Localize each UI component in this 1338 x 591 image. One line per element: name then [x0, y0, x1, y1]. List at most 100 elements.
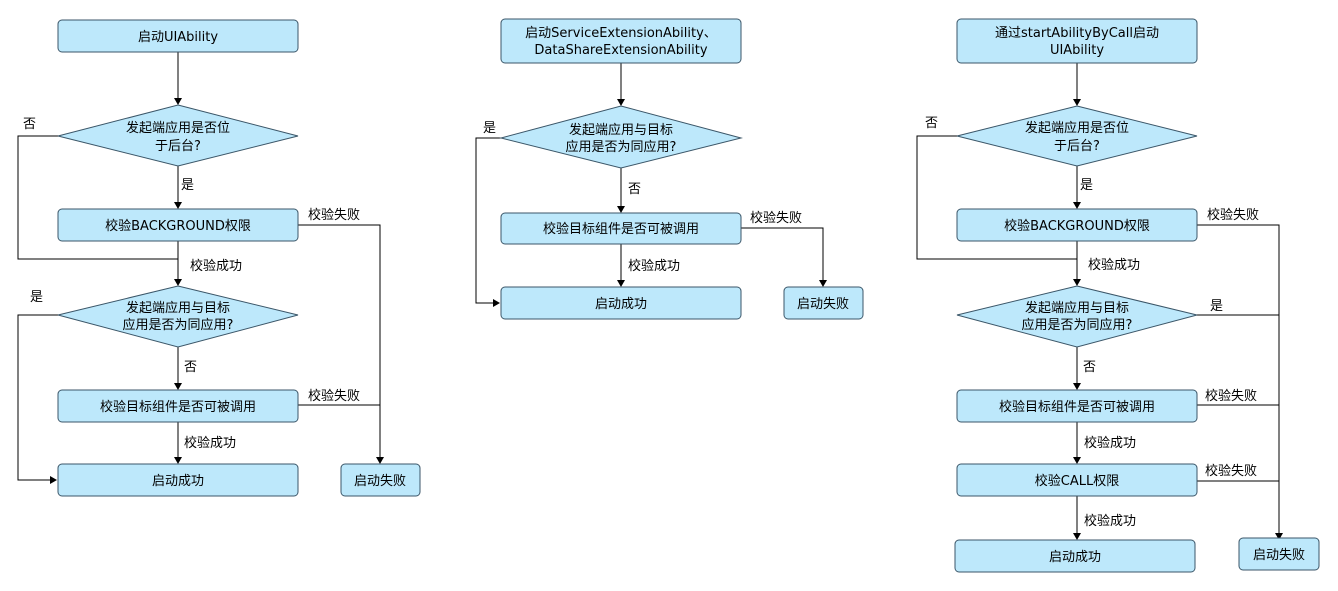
f1-label-no2: 否 [184, 360, 197, 375]
f1-q2-line2: 应用是否为同应用? [123, 317, 234, 333]
f1-fail-label: 启动失败 [354, 474, 406, 489]
f3-label-no: 否 [925, 116, 938, 131]
f1-decision-background [57, 104, 299, 167]
arrow-f2-3 [493, 299, 500, 307]
f3-check-background-node [956, 208, 1198, 242]
f3-fail-label: 启动失败 [1253, 548, 1305, 563]
arrow-f1-7 [376, 457, 384, 464]
edge-f2-fail [741, 227, 824, 282]
f2-label-yes: 是 [483, 121, 496, 136]
edge-f1-q2-yes [17, 314, 58, 481]
edge-f1-q1-no [17, 135, 178, 260]
arrow-f3-4 [1073, 383, 1081, 390]
f3-label-success3: 校验成功 [1084, 513, 1136, 529]
f1-start-label: 启动UIAbility [138, 30, 218, 45]
f1-start-node [57, 19, 299, 53]
f2-label-fail: 校验失败 [750, 210, 802, 226]
f1-label-yes: 是 [181, 178, 194, 193]
f2-label-no: 否 [628, 182, 641, 197]
f2-decision-same-app [499, 105, 743, 169]
f1-label-success1: 校验成功 [190, 258, 242, 274]
flow1: 启动UIAbility 发起端应用是否位 于后台? 校验BACKGROUND权限… [17, 19, 421, 497]
arrow-f1-4 [174, 383, 182, 390]
f3-decision-same-app [956, 285, 1198, 348]
arrow-f2-4 [617, 280, 625, 287]
flow3: 通过startAbilityByCall启动 UIAbility 发起端应用是否… [916, 18, 1320, 573]
f1-q1-line1: 发起端应用是否位 [126, 120, 230, 136]
f3-label-fail2: 校验失败 [1205, 388, 1257, 404]
arrow-f2-2 [617, 206, 625, 213]
f1-decision-same-app [57, 285, 299, 348]
f1-q1-line2: 于后台? [155, 139, 201, 154]
arrow-f3-1 [1073, 99, 1081, 106]
f3-success-label: 启动成功 [1049, 550, 1101, 565]
edge-f3-fail-trunk [1197, 224, 1280, 535]
f2-success-label: 启动成功 [595, 297, 647, 312]
f3-fail-node [1238, 537, 1320, 571]
arrow-f2-1 [617, 99, 625, 106]
f3-label-yes: 是 [1080, 178, 1093, 193]
f3-decision-background [956, 105, 1198, 167]
f3-success-node [954, 539, 1196, 573]
f2-success-node [500, 286, 742, 320]
f3-label-success1: 校验成功 [1088, 257, 1140, 273]
f3-label-yes2: 是 [1210, 299, 1223, 314]
f2-fail-label: 启动失败 [797, 297, 849, 312]
arrow-f2-5 [819, 280, 827, 287]
f3-check-callable-label: 校验目标组件是否可被调用 [999, 399, 1155, 415]
f1-check-background-node [57, 208, 299, 242]
arrow-f3-6 [1073, 533, 1081, 540]
f3-start-node [956, 18, 1198, 64]
arrow-f1-2 [174, 202, 182, 209]
edge-f3-q1-no [916, 135, 1077, 260]
f1-success-node [57, 463, 299, 497]
f3-q2-line1: 发起端应用与目标 [1025, 300, 1129, 316]
f1-success-label: 启动成功 [152, 474, 204, 489]
f3-q1-line2: 于后台? [1054, 139, 1100, 154]
f3-check-callable-node [956, 389, 1198, 423]
f3-label-fail1: 校验失败 [1207, 207, 1259, 223]
edge-f1-fail1 [298, 224, 381, 459]
f1-check-background-label: 校验BACKGROUND权限 [105, 218, 251, 234]
arrow-f3-3 [1073, 279, 1081, 286]
edge-f2-q-yes [475, 137, 501, 304]
f1-label-no: 否 [23, 117, 36, 132]
f3-start-line2: UIAbility [1050, 43, 1104, 58]
f3-label-success2: 校验成功 [1084, 435, 1136, 451]
f1-label-fail2: 校验失败 [308, 388, 360, 404]
f3-check-call-node [956, 463, 1198, 497]
f3-q1-line1: 发起端应用是否位 [1025, 120, 1129, 136]
arrow-f1-5 [50, 476, 57, 484]
f1-check-callable-label: 校验目标组件是否可被调用 [100, 399, 256, 415]
f1-check-callable-node [57, 389, 299, 423]
f3-start-line1: 通过startAbilityByCall启动 [995, 26, 1159, 41]
arrow-f3-2 [1073, 202, 1081, 209]
f3-check-background-label: 校验BACKGROUND权限 [1004, 218, 1150, 234]
f2-start-node [500, 18, 742, 64]
f2-label-success: 校验成功 [628, 258, 680, 274]
f2-check-callable-node [500, 212, 742, 245]
f1-fail-node [340, 463, 421, 497]
f1-label-fail1: 校验失败 [308, 207, 360, 223]
f1-label-success2: 校验成功 [184, 435, 236, 451]
f1-label-yes2: 是 [30, 290, 43, 305]
f2-q-line1: 发起端应用与目标 [569, 122, 673, 138]
f2-start-line2: DataShareExtensionAbility [534, 43, 707, 58]
f1-q2-line1: 发起端应用与目标 [126, 300, 230, 316]
arrow-f1-3 [174, 279, 182, 286]
f2-fail-node [783, 286, 864, 320]
f2-start-line1: 启动ServiceExtensionAbility、 [525, 26, 717, 41]
flow2: 启动ServiceExtensionAbility、 DataShareExte… [475, 18, 864, 320]
arrow-f1-1 [174, 98, 182, 105]
f3-check-call-label: 校验CALL权限 [1035, 473, 1119, 489]
arrow-f3-5 [1073, 457, 1081, 464]
f3-label-fail3: 校验失败 [1205, 463, 1257, 479]
f3-q2-line2: 应用是否为同应用? [1022, 317, 1133, 333]
arrow-f1-6 [174, 457, 182, 464]
f2-q-line2: 应用是否为同应用? [566, 139, 677, 155]
f3-label-no2: 否 [1083, 360, 1096, 375]
f2-check-callable-label: 校验目标组件是否可被调用 [543, 221, 699, 237]
arrow-f3-7 [1275, 533, 1283, 540]
